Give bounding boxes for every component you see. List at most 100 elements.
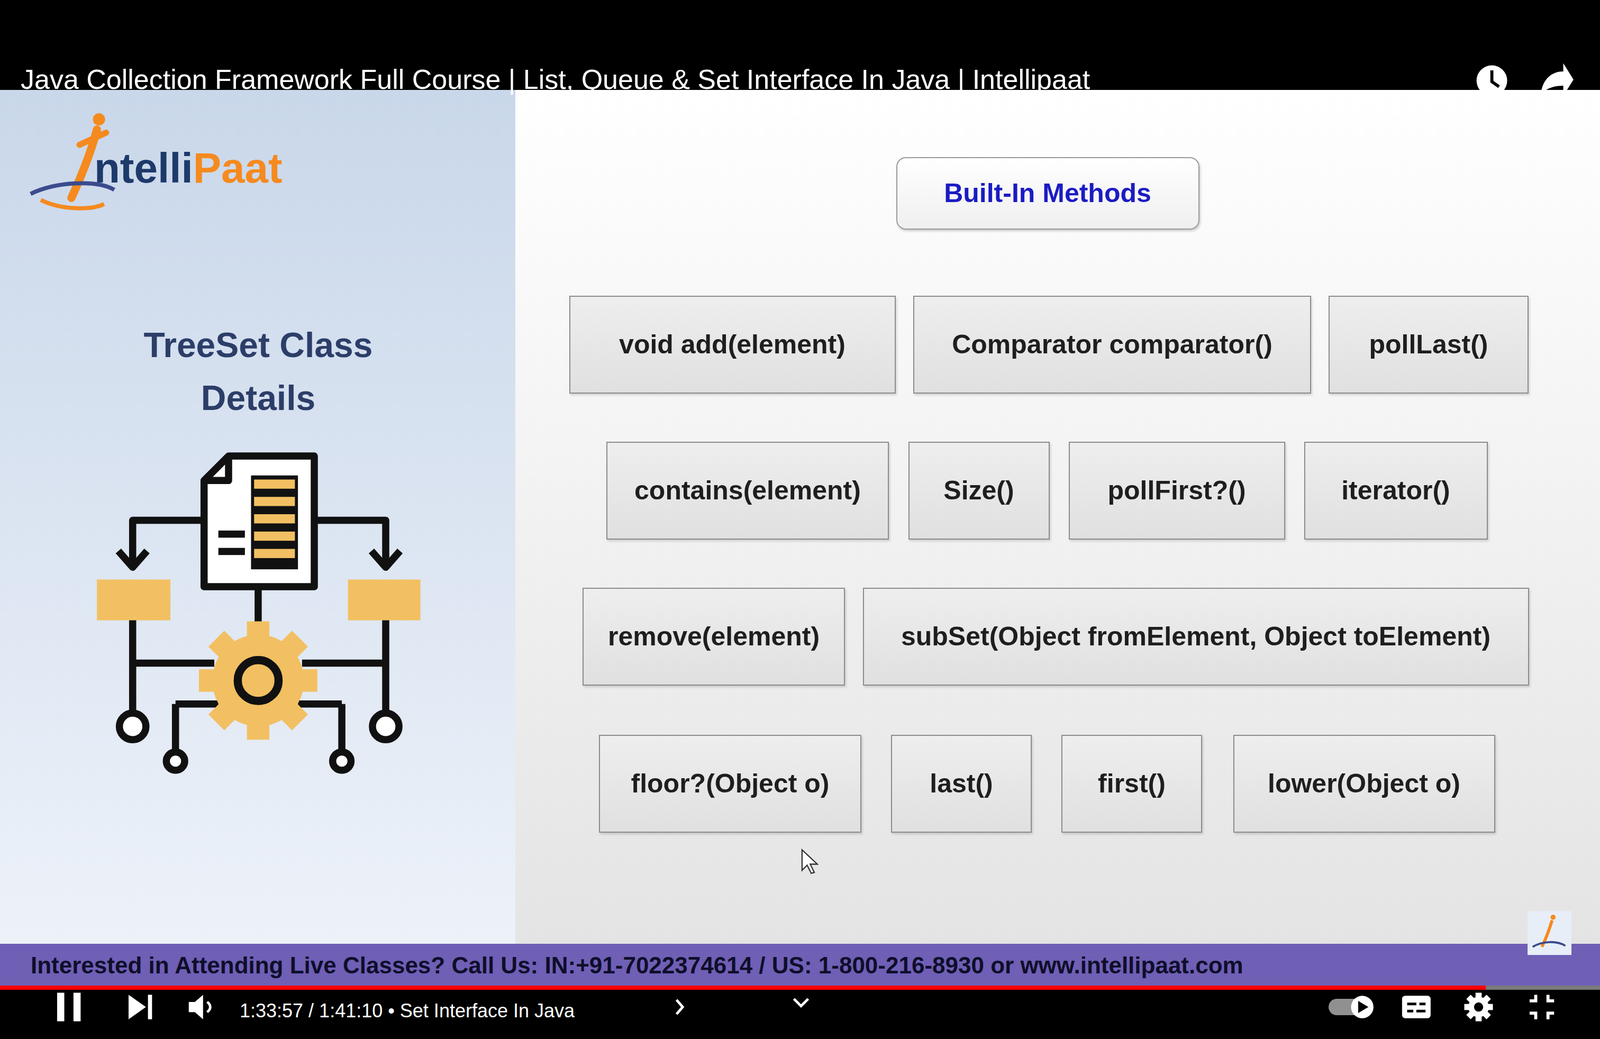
promo-banner bbox=[0, 943, 1600, 988]
logo-text: Paat bbox=[193, 143, 283, 193]
method-box: iterator() bbox=[1304, 441, 1488, 540]
captions-icon bbox=[1402, 995, 1431, 1018]
logo-head bbox=[93, 113, 106, 126]
wire bbox=[175, 700, 219, 708]
wire bbox=[297, 700, 342, 708]
method-name: floor?(Object o) bbox=[631, 768, 830, 799]
yellow-block bbox=[96, 579, 171, 621]
settings-hole bbox=[1474, 1002, 1484, 1012]
method-name: iterator() bbox=[1341, 475, 1451, 506]
pause-icon bbox=[57, 993, 65, 1022]
method-box: floor?(Object o) bbox=[598, 734, 862, 833]
controls-bar bbox=[0, 989, 1600, 1039]
mouse-cursor bbox=[802, 850, 818, 874]
corner-logo bbox=[1527, 911, 1572, 956]
autoplay-play bbox=[1358, 1001, 1369, 1014]
method-box: last() bbox=[891, 734, 1032, 833]
player-time: 1:33:57 / 1:41:10 • Set Interface In Jav… bbox=[239, 1000, 575, 1023]
terminal bbox=[332, 751, 352, 771]
method-name: lower(Object o) bbox=[1267, 768, 1461, 799]
stripe bbox=[218, 530, 245, 539]
chapter-chevron bbox=[676, 1000, 684, 1015]
stripe-block bbox=[250, 475, 298, 570]
arrowhead bbox=[118, 550, 148, 568]
document bbox=[204, 456, 315, 587]
wire bbox=[254, 586, 262, 625]
method-box: contains(element) bbox=[606, 441, 889, 540]
expand-chevron bbox=[793, 998, 808, 1007]
document-lines bbox=[218, 475, 298, 570]
wire bbox=[302, 659, 386, 668]
exit-fullscreen-icon bbox=[1529, 994, 1554, 1020]
wire bbox=[338, 704, 346, 753]
clock-face bbox=[1476, 65, 1508, 96]
method-box: void add(element) bbox=[569, 295, 896, 394]
method-box: pollLast() bbox=[1328, 295, 1529, 394]
clock-hands bbox=[1492, 70, 1500, 87]
method-name: last() bbox=[929, 768, 993, 799]
autoplay-knob bbox=[1350, 995, 1374, 1018]
method-box: subSet(Object fromElement, Object toElem… bbox=[862, 587, 1530, 686]
stripe bbox=[218, 548, 245, 556]
method-name: first() bbox=[1097, 768, 1166, 799]
video-title: Java Collection Framework Full Course | … bbox=[20, 63, 1090, 96]
method-box: remove(element) bbox=[582, 587, 845, 686]
wire bbox=[171, 704, 180, 753]
settings-icon bbox=[1464, 993, 1494, 1022]
method-name: remove(element) bbox=[607, 621, 820, 652]
arrowhead bbox=[371, 550, 400, 568]
stripe bbox=[253, 549, 295, 559]
slide-heading: TreeSet Class Details bbox=[110, 318, 407, 425]
stripe bbox=[253, 496, 295, 506]
method-box: pollFirst?() bbox=[1068, 441, 1286, 540]
next-icon bbox=[148, 994, 153, 1020]
corner-logo-swoosh bbox=[1532, 942, 1566, 948]
method-box: Comparator comparator() bbox=[913, 295, 1312, 394]
stripe bbox=[253, 514, 295, 524]
terminal bbox=[372, 713, 399, 740]
promo-banner-text: Interested in Attending Live Classes? Ca… bbox=[30, 952, 1244, 979]
volume-wave bbox=[207, 1002, 211, 1013]
method-box: lower(Object o) bbox=[1233, 734, 1496, 833]
method-box: first() bbox=[1061, 734, 1203, 833]
document-fold bbox=[204, 456, 229, 481]
pause-icon bbox=[73, 993, 81, 1022]
method-name: subSet(Object fromElement, Object toElem… bbox=[901, 621, 1491, 652]
wire bbox=[132, 659, 215, 668]
yellow-block bbox=[348, 579, 421, 621]
settings-tooth bbox=[1466, 994, 1491, 1020]
heading-box: Built-In Methods bbox=[896, 157, 1200, 230]
logo-swoosh bbox=[40, 200, 105, 209]
method-name: pollLast() bbox=[1369, 329, 1489, 360]
slide-right bbox=[515, 89, 1600, 944]
slide-left-panel bbox=[0, 89, 516, 944]
logo-arm bbox=[79, 132, 106, 145]
method-name: pollFirst?() bbox=[1107, 475, 1246, 506]
stripe bbox=[253, 479, 295, 489]
progress-track bbox=[0, 985, 1600, 990]
stripe bbox=[253, 531, 295, 541]
method-name: Comparator comparator() bbox=[951, 329, 1273, 360]
captions-lines bbox=[1407, 1004, 1426, 1012]
terminal bbox=[166, 751, 185, 771]
method-name: contains(element) bbox=[634, 475, 861, 506]
corner-logo-head bbox=[1550, 914, 1557, 921]
section-heading: Built-In Methods bbox=[943, 177, 1152, 209]
share-icon bbox=[1540, 63, 1574, 97]
gear-icon bbox=[198, 621, 318, 741]
settings-tooth bbox=[1466, 994, 1491, 1020]
progress-bar bbox=[0, 985, 1486, 990]
next-icon bbox=[128, 994, 147, 1020]
method-name: void add(element) bbox=[619, 329, 846, 360]
gear-hub bbox=[237, 660, 279, 702]
method-name: Size() bbox=[943, 475, 1014, 506]
scaled-art bbox=[30, 63, 1574, 1022]
logo-text: ntelli bbox=[94, 143, 194, 193]
flow-illustration bbox=[96, 456, 421, 771]
gear-body bbox=[212, 634, 305, 727]
clock-icon bbox=[1476, 65, 1508, 96]
terminal bbox=[119, 713, 147, 740]
method-box: Size() bbox=[908, 441, 1050, 540]
volume-icon bbox=[188, 994, 204, 1020]
